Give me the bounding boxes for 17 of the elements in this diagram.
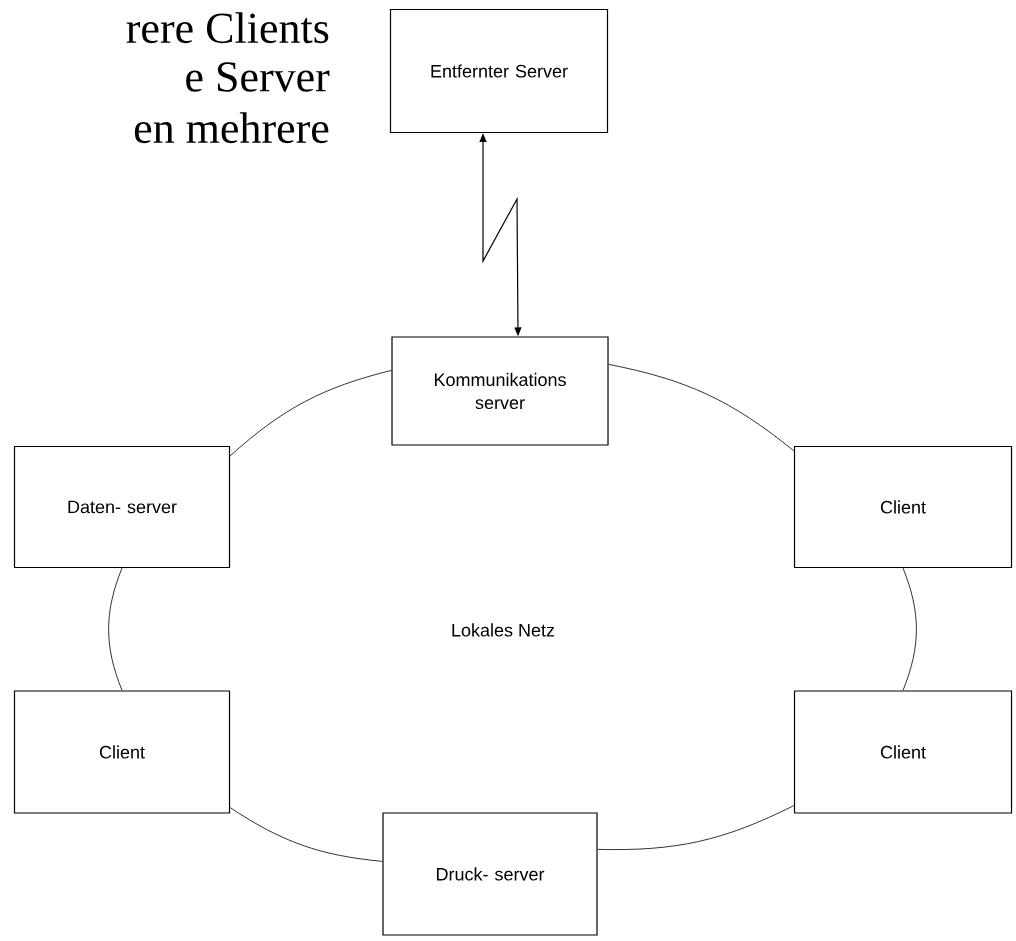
server-box: Kommunikations server [391,336,609,446]
heading-text: en mehrere [134,112,329,144]
ring-line [597,805,795,850]
ring-line [229,370,392,457]
heading-text: e Server [186,62,330,92]
server-box: Druck- server [382,812,598,936]
network-label: Lokales Netz [452,623,555,637]
server-box: Entfernter Server [389,8,609,134]
server-box: Client [793,690,1013,814]
server-box: Daten- server [13,445,231,569]
server-box: Client [793,445,1013,569]
ring-line [902,567,917,691]
heading-text: rere Clients [126,12,329,44]
ring-line [608,364,795,452]
server-box: Client [13,690,231,814]
ring-line [108,567,123,691]
ring-line [229,807,383,862]
